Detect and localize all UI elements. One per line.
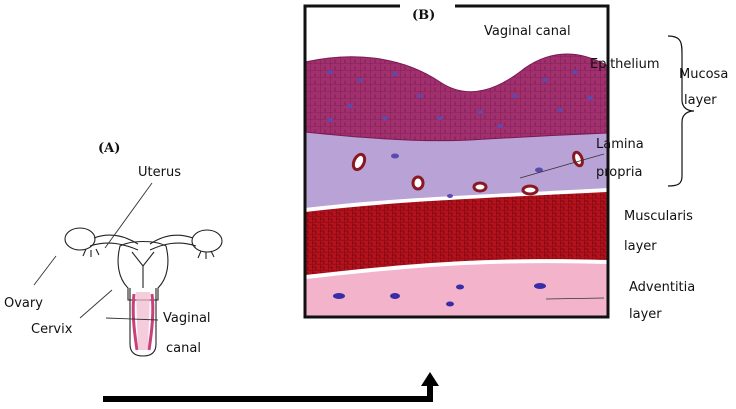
epithelium-label: Epithelium (590, 57, 660, 72)
panel-b-frame (303, 4, 610, 319)
vaginal-canal-label-line1: Vaginal (163, 311, 211, 326)
mucosa-brace (667, 35, 695, 187)
vaginal-canal-label-line2: canal (166, 341, 201, 356)
cervix-leader-line (79, 289, 113, 319)
vaginal-canal-label: Vaginal canal (484, 24, 571, 39)
panel-a: (A) (4, 141, 223, 357)
mucosa-label-line2: layer (684, 93, 717, 108)
reproductive-tract-illustration (64, 227, 223, 357)
arrow-head (421, 372, 439, 386)
vaginal-canal-leader-line (105, 317, 159, 321)
lamina-label-line2: propria (596, 165, 642, 180)
adventitia-leader-line (545, 297, 605, 300)
epithelium-nuclei (327, 70, 593, 128)
cervix-label: Cervix (31, 322, 73, 337)
vagina-shape (129, 288, 157, 357)
adventitia-nuclei (333, 283, 546, 307)
arrow-shaft (103, 384, 433, 402)
panel-b-label: (B) (412, 8, 435, 23)
ovary-label: Ovary (4, 296, 43, 311)
uterus-leader-line (104, 182, 153, 249)
epithelium-layer (305, 53, 608, 142)
adventitia-layer (305, 261, 608, 317)
adventitia-label-line2: layer (629, 307, 662, 322)
vaginal-lining (131, 293, 155, 351)
lamina-vessels (351, 150, 584, 196)
muscularis-label-line2: layer (624, 239, 657, 254)
mucosa-label-line1: Mucosa (679, 67, 728, 82)
panel-b: (B) Vaginal canal Epithelium Lamina prop… (303, 4, 660, 319)
muscularis-label-line1: Muscularis (624, 209, 693, 224)
ovary-leader-line (33, 255, 57, 286)
adventitia-label-line1: Adventitia (629, 280, 695, 295)
muscularis-layer (305, 190, 608, 275)
right-ovary-shape (191, 229, 223, 253)
uterus-shape (117, 240, 169, 301)
uterus-label: Uterus (138, 165, 181, 180)
panel-a-label: (A) (98, 141, 120, 156)
lamina-label-line1: Lamina (596, 137, 644, 152)
connector-arrow (103, 372, 439, 402)
left-ovary-shape (64, 227, 96, 251)
lamina-leader-line (519, 153, 605, 179)
